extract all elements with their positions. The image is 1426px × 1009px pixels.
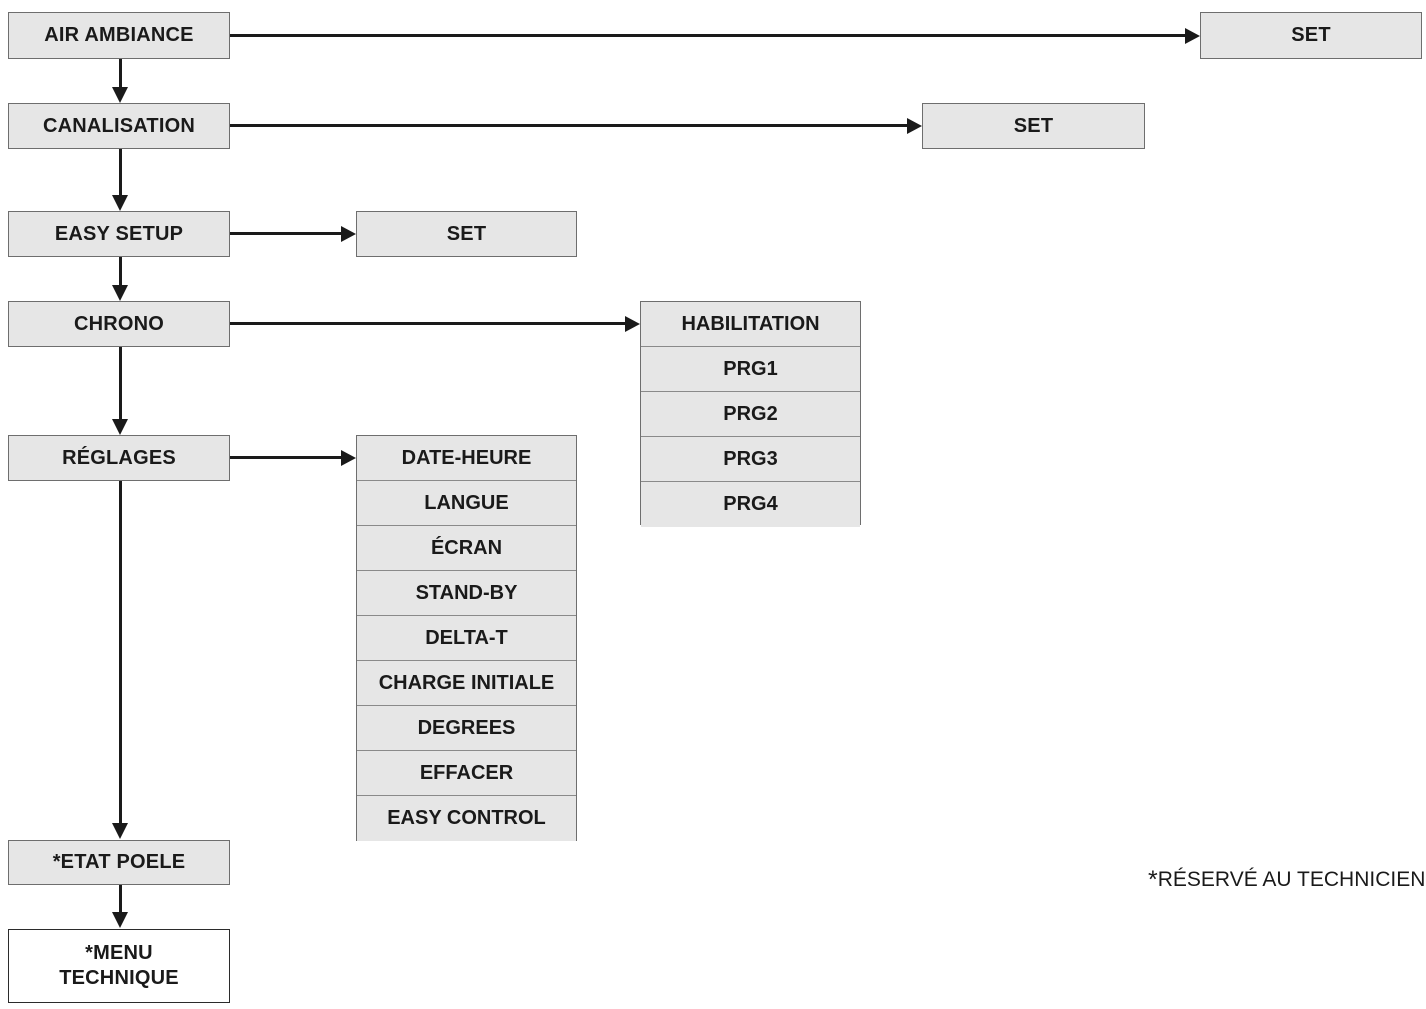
arrowhead-easy-setup-to-set: [341, 225, 356, 242]
connector-etat-poele-to-menu-technique: [118, 885, 122, 913]
chrono-submenu-list: HABILITATION PRG1 PRG2 PRG3 PRG4: [640, 301, 861, 527]
list-item[interactable]: EASY CONTROL: [357, 796, 576, 841]
list-item[interactable]: STAND-BY: [357, 571, 576, 616]
menu-box-canalisation[interactable]: CANALISATION: [8, 103, 230, 149]
connector-canalisation-to-set: [230, 124, 907, 127]
arrowhead-air-ambiance-to-canalisation: [112, 87, 128, 103]
list-item[interactable]: DELTA-T: [357, 616, 576, 661]
list-item[interactable]: DATE-HEURE: [357, 436, 576, 481]
arrowhead-chrono-to-habilitation: [625, 315, 640, 332]
list-item[interactable]: ÉCRAN: [357, 526, 576, 571]
menu-technique-line1: *MENU: [85, 942, 153, 964]
set-box-canalisation[interactable]: SET: [922, 103, 1145, 149]
list-item[interactable]: CHARGE INITIALE: [357, 661, 576, 706]
menu-box-air-ambiance[interactable]: AIR AMBIANCE: [8, 12, 230, 59]
menu-box-menu-technique[interactable]: *MENU TECHNIQUE: [8, 929, 230, 1003]
menu-box-chrono[interactable]: CHRONO: [8, 301, 230, 347]
menu-technique-line2: TECHNIQUE: [59, 967, 179, 989]
arrowhead-air-ambiance-to-set: [1185, 27, 1200, 44]
list-item[interactable]: PRG4: [641, 482, 860, 527]
arrowhead-canalisation-to-set: [907, 117, 922, 134]
list-item[interactable]: PRG3: [641, 437, 860, 482]
menu-box-easy-setup[interactable]: EASY SETUP: [8, 211, 230, 257]
list-item[interactable]: DEGREES: [357, 706, 576, 751]
connector-air-ambiance-to-canalisation: [118, 59, 122, 88]
list-item[interactable]: EFFACER: [357, 751, 576, 796]
set-box-easy-setup[interactable]: SET: [356, 211, 577, 257]
list-item[interactable]: LANGUE: [357, 481, 576, 526]
connector-air-ambiance-to-set: [230, 34, 1185, 37]
connector-reglages-to-date-heure: [230, 456, 341, 459]
footnote-asterisk: *: [1148, 866, 1158, 894]
list-item[interactable]: PRG1: [641, 347, 860, 392]
connector-easy-setup-to-set: [230, 232, 341, 235]
arrowhead-reglages-to-date-heure: [341, 449, 356, 466]
list-item[interactable]: PRG2: [641, 392, 860, 437]
arrowhead-chrono-to-reglages: [112, 419, 128, 435]
connector-reglages-to-etat-poele: [118, 481, 122, 824]
footnote-technician: *RÉSERVÉ AU TECHNICIEN: [1148, 868, 1425, 893]
reglages-submenu-list: DATE-HEURE LANGUE ÉCRAN STAND-BY DELTA-T…: [356, 435, 577, 841]
footnote-text: RÉSERVÉ AU TECHNICIEN: [1157, 868, 1426, 891]
connector-chrono-to-reglages: [118, 347, 122, 420]
list-item[interactable]: HABILITATION: [641, 302, 860, 347]
arrowhead-easy-setup-to-chrono: [112, 285, 128, 301]
menu-box-etat-poele[interactable]: *ETAT POELE: [8, 840, 230, 885]
connector-easy-setup-to-chrono: [118, 257, 122, 286]
connector-chrono-to-habilitation: [230, 322, 625, 325]
set-box-air-ambiance[interactable]: SET: [1200, 12, 1422, 59]
connector-canalisation-to-easy-setup: [118, 149, 122, 196]
menu-box-reglages[interactable]: RÉGLAGES: [8, 435, 230, 481]
arrowhead-etat-poele-to-menu-technique: [112, 912, 128, 928]
arrowhead-reglages-to-etat-poele: [112, 823, 128, 839]
arrowhead-canalisation-to-easy-setup: [112, 195, 128, 211]
